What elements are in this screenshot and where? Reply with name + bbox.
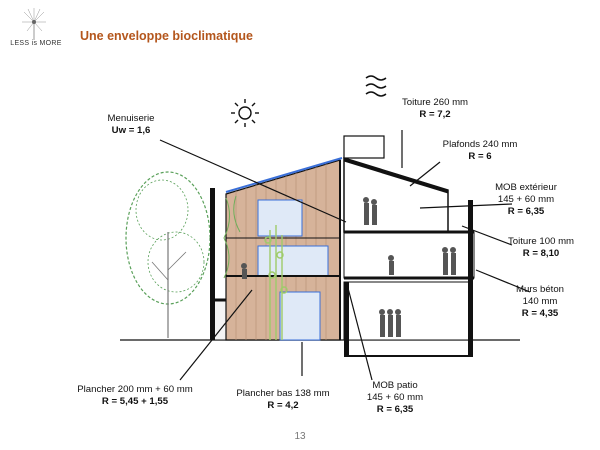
label-mob-patio-name: MOB patio (372, 380, 418, 391)
label-mob-exterieur-value: R = 6,35 (507, 206, 545, 217)
label-murs-beton-value: R = 4,35 (521, 308, 559, 319)
label-mob-exterieur-name: MOB extérieur (495, 182, 557, 193)
label-plafonds-name: Plafonds 240 mm (442, 139, 518, 150)
label-mob-patio: MOB patio 145 + 60 mm R = 6,35 (352, 380, 438, 416)
label-mob-patio-size: 145 + 60 mm (366, 392, 424, 403)
label-plancher-200: Plancher 200 mm + 60 mm R = 5,45 + 1,55 (60, 384, 210, 408)
climbing-plant (223, 195, 241, 279)
people-silhouettes (241, 197, 456, 337)
label-toiture-name: Toiture 260 mm (401, 97, 469, 108)
label-plafonds: Plafonds 240 mm R = 6 (432, 139, 528, 163)
label-toiture: Toiture 260 mm R = 7,2 (390, 97, 480, 121)
bamboo-plant (264, 225, 288, 340)
tree-icon (125, 171, 211, 338)
label-murs-beton-size: 140 mm (522, 296, 558, 307)
section-volume (339, 135, 475, 357)
label-plancher-200-value: R = 5,45 + 1,55 (101, 396, 169, 407)
page-number: 13 (294, 431, 306, 442)
label-menuiserie-name: Menuiserie (107, 113, 155, 124)
label-plancher-bas-name: Plancher bas 138 mm (236, 388, 330, 399)
label-mob-exterieur-size: 145 + 60 mm (497, 194, 555, 205)
label-toiture-100: Toiture 100 mm R = 8,10 (496, 236, 586, 260)
label-plancher-bas-value: R = 4,2 (267, 400, 299, 411)
label-toiture-value: R = 7,2 (419, 109, 451, 120)
label-mob-patio-value: R = 6,35 (376, 404, 414, 415)
sun-icon (231, 99, 259, 127)
label-murs-beton: Murs béton 140 mm R = 4,35 (502, 284, 578, 320)
label-plancher-200-name: Plancher 200 mm + 60 mm (77, 384, 193, 395)
label-menuiserie-value: Uw = 1,6 (111, 125, 151, 136)
wind-icon (365, 75, 387, 97)
label-murs-beton-name: Murs béton (516, 284, 564, 295)
logo-text: LESS is MORE (10, 40, 62, 47)
label-plancher-bas: Plancher bas 138 mm R = 4,2 (228, 388, 338, 412)
logo-dandelion-icon (22, 8, 46, 40)
label-toiture-100-name: Toiture 100 mm (507, 236, 575, 247)
label-toiture-100-value: R = 8,10 (522, 248, 560, 259)
wood-facade (225, 159, 341, 341)
label-menuiserie: Menuiserie Uw = 1,6 (96, 113, 166, 137)
roof-glazing (225, 157, 343, 193)
label-plafonds-value: R = 6 (468, 151, 492, 162)
leader-lines (159, 130, 531, 381)
label-mob-exterieur: MOB extérieur 145 + 60 mm R = 6,35 (486, 182, 566, 218)
page-title: Une enveloppe bioclimatique (80, 29, 253, 43)
